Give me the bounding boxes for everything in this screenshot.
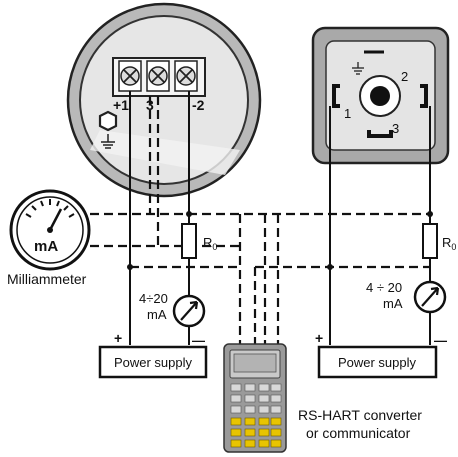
hart-dashed-wires: [90, 96, 430, 345]
current-right-line2: mA: [383, 296, 403, 311]
terminal-block: [112, 57, 206, 97]
resistor-left: [181, 223, 197, 259]
terminal-label-plus1: +1: [113, 97, 129, 113]
terminal-screw-3: [148, 66, 168, 86]
power-supply-left-label: Power supply: [114, 355, 193, 370]
pin-label-3: 3: [392, 121, 399, 136]
power-supply-right-label: Power supply: [338, 355, 417, 370]
pin-label-2: 2: [401, 69, 408, 84]
right-loop-wires: [329, 106, 431, 345]
ground-screw-icon: [98, 110, 118, 149]
transmitter-housing: [66, 2, 262, 198]
pin-label-1: 1: [344, 106, 351, 121]
ps-right-plus: +: [315, 330, 323, 346]
resistor-right: [422, 223, 438, 259]
hart-caption-line1: RS-HART converter: [298, 407, 422, 423]
terminal-screw-1: [120, 66, 140, 86]
current-left-line1: 4÷20: [139, 291, 168, 306]
left-loop-wires: [129, 91, 190, 345]
junction-dots: [127, 211, 433, 270]
milliammeter-icon: [9, 189, 91, 271]
milliammeter-unit: mA: [34, 238, 58, 255]
terminal-screw-2: [176, 66, 196, 86]
ps-left-plus: +: [114, 330, 122, 346]
current-right-line1: 4 ÷ 20: [366, 280, 402, 295]
terminal-label-minus2: -2: [192, 97, 205, 113]
hart-communicator-icon: [223, 343, 287, 453]
current-source-right-icon: [413, 280, 447, 314]
hart-caption-line2: or communicator: [306, 425, 411, 441]
resistor-right-label: R0: [442, 235, 456, 252]
power-supply-right-box: [317, 345, 438, 379]
resistor-left-label: R0: [203, 235, 217, 252]
power-supply-left-box: [98, 345, 208, 379]
current-left-line2: mA: [147, 307, 167, 322]
plug-connector: [311, 26, 450, 165]
ps-right-minus: —: [434, 333, 447, 348]
milliammeter-caption: Milliammeter: [7, 271, 87, 287]
current-source-left-icon: [172, 294, 206, 328]
ps-left-minus: —: [192, 333, 205, 348]
